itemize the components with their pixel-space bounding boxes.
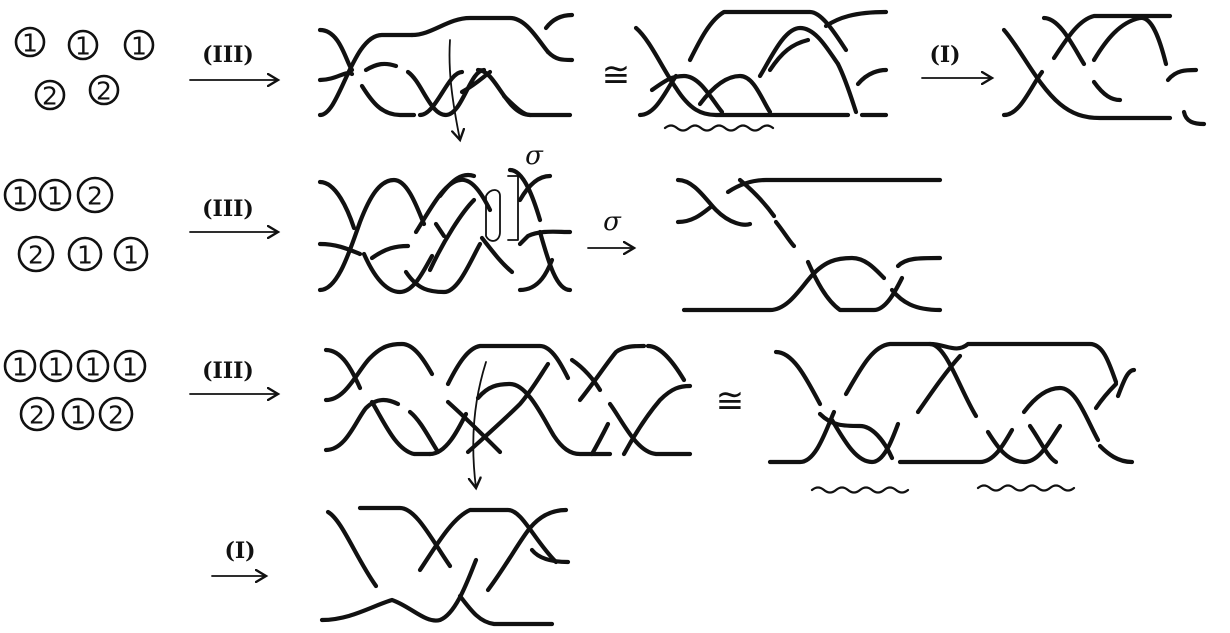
move-label: (III) [202, 42, 254, 68]
row-1-circled-sequence: 1 1 1 2 2 [14, 26, 155, 111]
circled-number-label: 1 [12, 182, 28, 211]
braid-diagram: σ [317, 141, 573, 295]
row-1: 1 1 1 2 2 (III) [14, 9, 1207, 140]
slide-arrow-icon [448, 39, 460, 140]
circled-number-label: 1 [47, 182, 63, 211]
circled-number-label: 1 [75, 32, 91, 61]
circled-number-label: 2 [96, 77, 112, 106]
circled-number-label: 1 [22, 29, 38, 58]
wavy-underline [976, 484, 1076, 492]
move-label: σ [603, 207, 622, 237]
isotopy-symbol: ≅ [602, 55, 631, 95]
move-label: (I) [224, 538, 255, 564]
circled-number-label: 2 [29, 401, 45, 430]
sigma-annotation: σ [525, 141, 544, 171]
circled-number-label: 1 [123, 241, 139, 270]
braid-diagram [633, 9, 889, 132]
braid-diagram [323, 341, 693, 488]
move-label: (I) [929, 42, 960, 68]
circled-number-label: 1 [48, 353, 64, 382]
circled-number: 1 [67, 29, 99, 61]
circled-number-label: 1 [70, 401, 86, 430]
circled-number-label: 2 [108, 401, 124, 430]
braid-diagram [319, 505, 571, 627]
move-label: (III) [202, 358, 254, 384]
circled-number: 1 [39, 349, 73, 383]
row-3: 1 1 1 1 2 1 2 [3, 341, 1137, 627]
circled-number: 1 [123, 29, 155, 61]
braid-diagram [317, 12, 575, 140]
braid-diagram [675, 177, 943, 313]
loop-highlight [485, 189, 501, 242]
circled-number: 2 [98, 396, 134, 432]
circled-number: 1 [113, 349, 147, 383]
move-label: (III) [202, 196, 254, 222]
circled-number-label: 1 [85, 353, 101, 382]
circled-number-label: 1 [131, 32, 147, 61]
row-3-circled-sequence: 1 1 1 1 2 1 2 [3, 349, 147, 432]
circled-number: 1 [61, 397, 95, 431]
circled-number: 2 [76, 176, 114, 214]
circled-number-label: 2 [87, 182, 103, 211]
circled-number: 1 [14, 26, 46, 58]
circled-number: 2 [88, 74, 120, 106]
wavy-underline [810, 486, 910, 494]
row-2-circled-sequence: 1 1 2 2 1 1 [3, 176, 149, 273]
braid-diagram [1001, 13, 1207, 127]
circled-number-label: 1 [122, 353, 138, 382]
circled-number: 2 [19, 396, 55, 432]
circled-number: 1 [3, 349, 37, 383]
circled-number: 1 [38, 178, 72, 212]
circled-number-label: 2 [28, 241, 44, 270]
circled-number: 1 [3, 178, 37, 212]
circled-number: 1 [76, 349, 110, 383]
isotopy-symbol: ≅ [716, 381, 745, 421]
wavy-underline [663, 124, 775, 132]
row-2: 1 1 2 2 1 1 (III) [3, 141, 943, 313]
circled-number: 2 [34, 79, 66, 111]
slide-arrow-icon [473, 361, 487, 488]
circled-number: 1 [113, 236, 149, 272]
circled-number-label: 1 [12, 353, 28, 382]
circled-number-label: 2 [42, 82, 58, 111]
circled-number: 2 [17, 235, 55, 273]
circled-number: 1 [67, 236, 103, 272]
bracket [507, 175, 519, 241]
circled-number-label: 1 [77, 241, 93, 270]
braid-diagram [767, 341, 1137, 494]
